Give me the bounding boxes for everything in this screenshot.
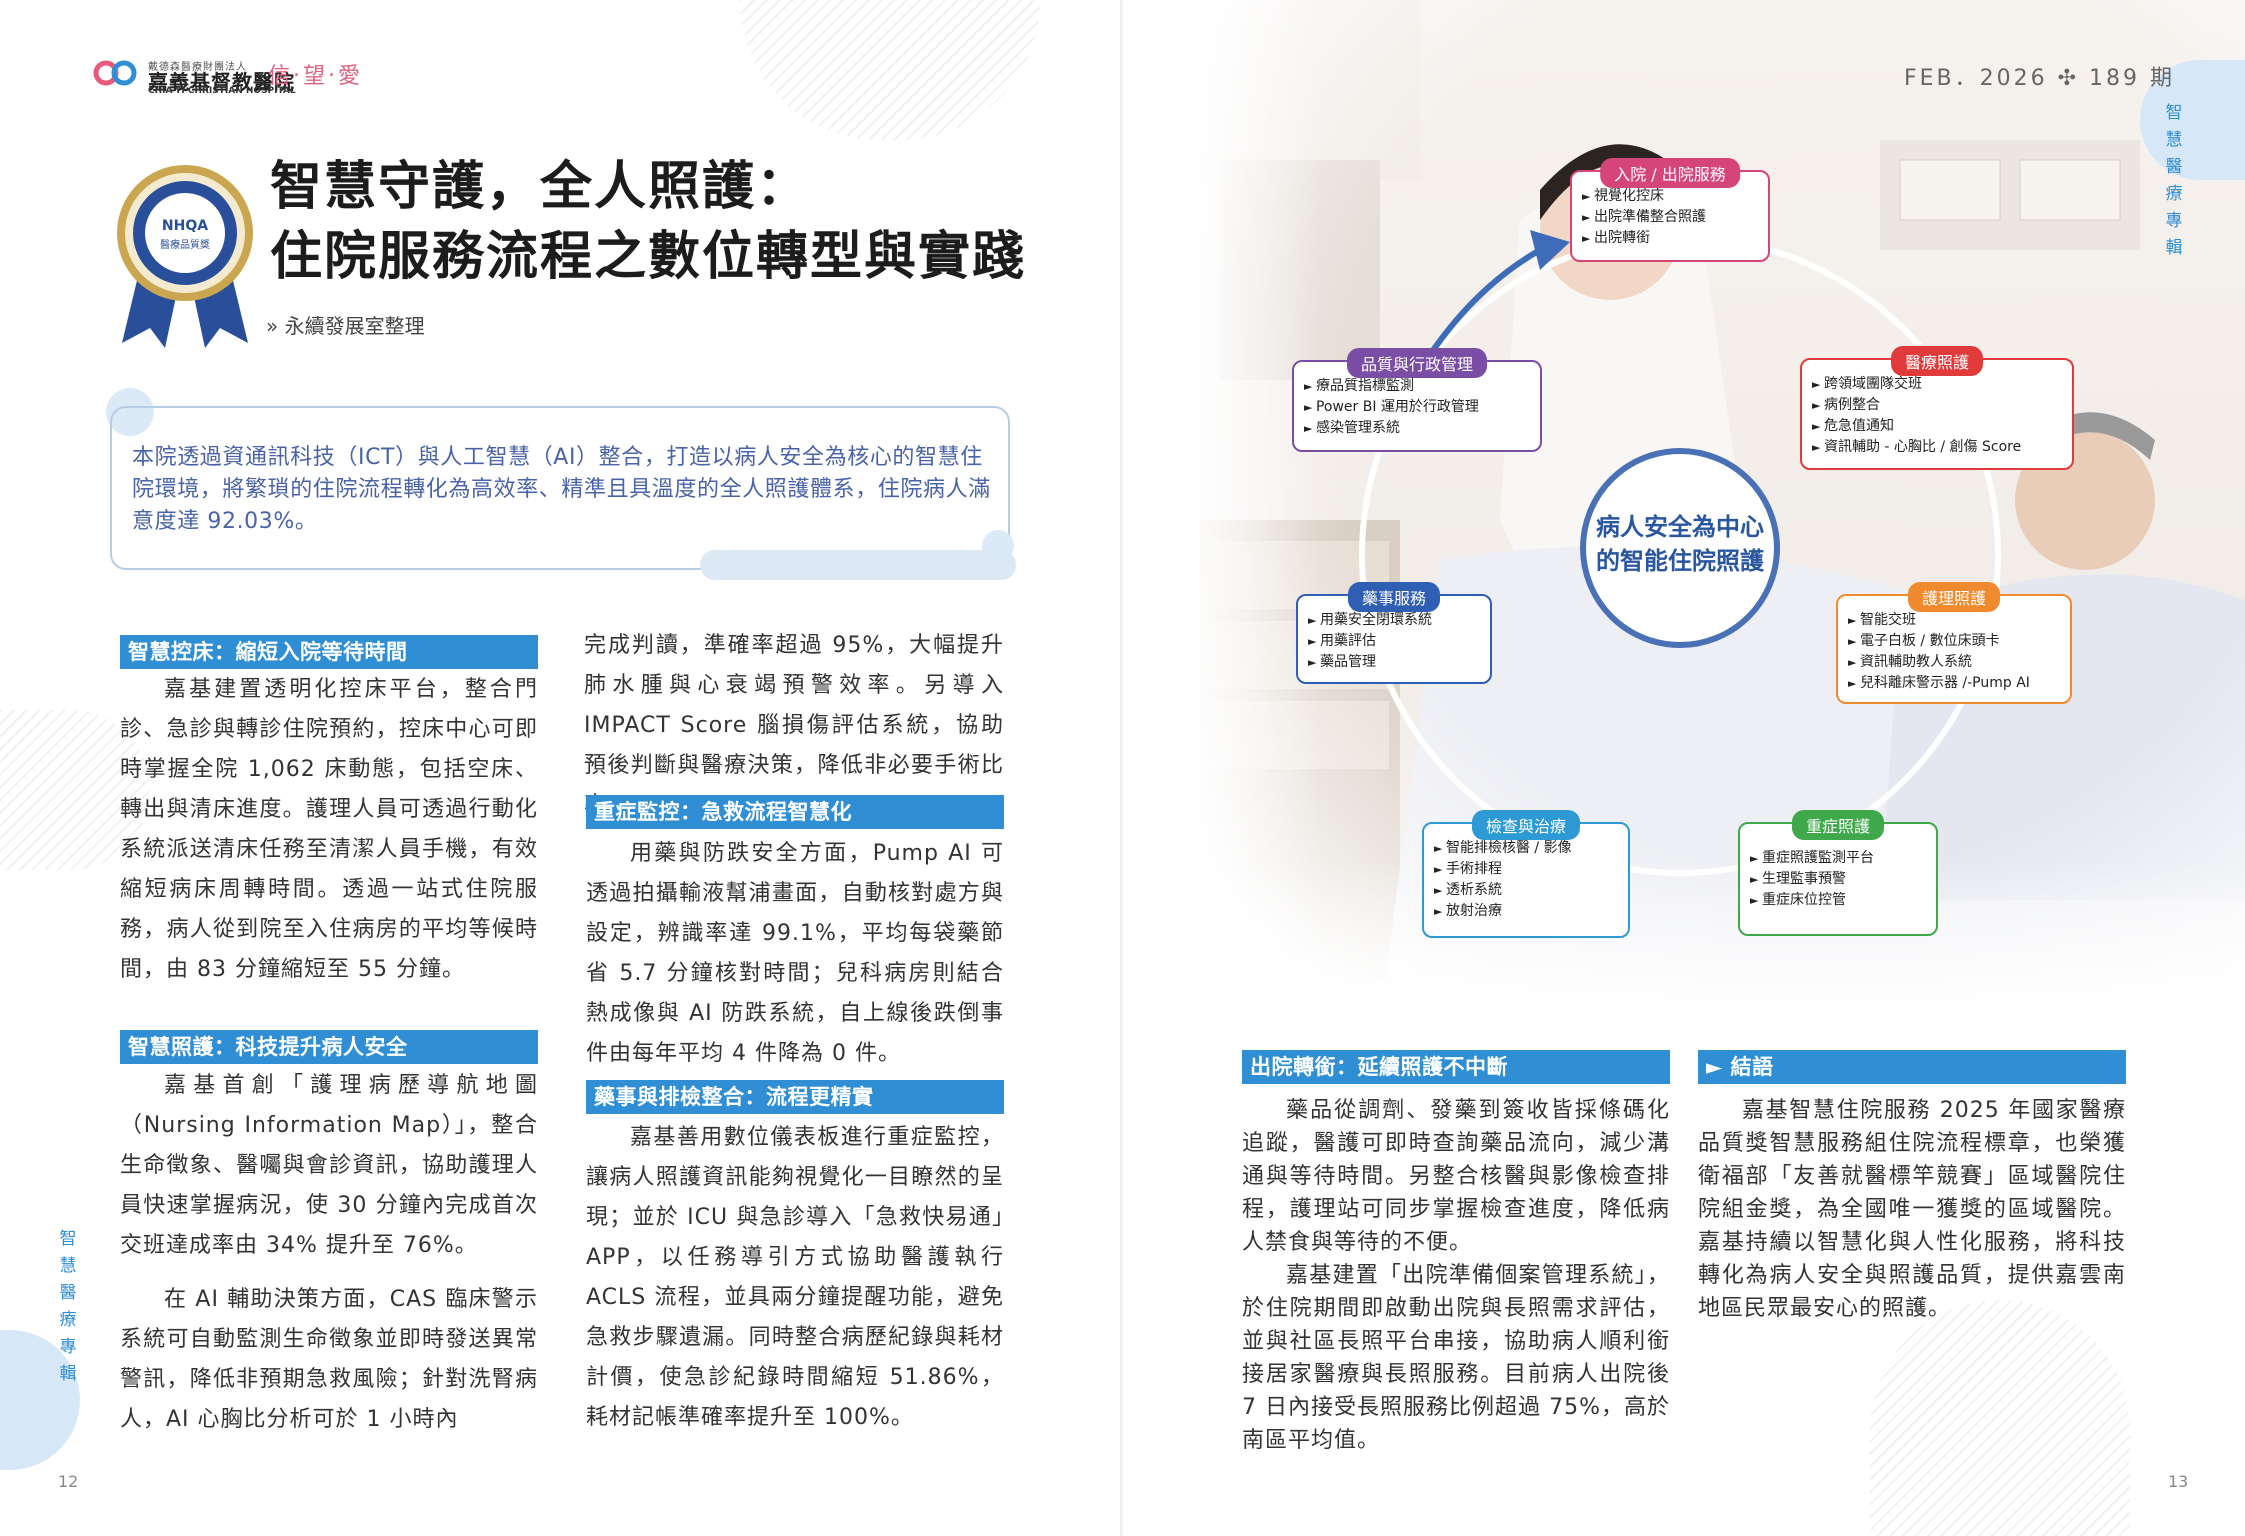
paragraph: 嘉基建置「出院準備個案管理系統」，於住院期間即啟動出院與長照需求評估，並與社區長… xyxy=(1242,1263,1670,1453)
diagram-box-quality-admin: 品質與行政管理 療品質指標監測 Power BI 運用於行政管理 感染管理系統 xyxy=(1292,348,1542,452)
issue-date: FEB．2026 ✣ 189 期 xyxy=(1903,66,2175,91)
section-heading-bed-control: 智慧控床：縮短入院等待時間 xyxy=(120,635,538,669)
box-item: 療品質指標監測 xyxy=(1304,376,1530,397)
center-title: 病人安全為中心 的智能住院照護 xyxy=(1580,510,1780,578)
center-line-2: 的智能住院照護 xyxy=(1596,547,1764,575)
box-title: 入院 / 出院服務 xyxy=(1600,158,1740,188)
section-heading-pharmacy: 藥事與排檢整合：流程更精實 xyxy=(586,1080,1004,1114)
box-title: 護理照護 xyxy=(1907,582,2001,612)
box-title: 藥事服務 xyxy=(1347,582,1441,612)
section-body-pharmacy: 嘉基善用數位儀表板進行重症監控，讓病人照護資訊能夠視覺化一目瞭然的呈現；並於 I… xyxy=(586,1118,1004,1438)
box-title: 醫療照護 xyxy=(1890,346,1984,376)
byline: » 永續發展室整理 xyxy=(266,314,425,338)
decor-circle xyxy=(1870,1300,2130,1536)
side-label-right: 智慧醫療專輯 xyxy=(2165,103,2183,258)
decor-circle xyxy=(2140,60,2245,180)
paragraph: 嘉基首創「護理病歷導航地圖（Nursing Information Map）」，… xyxy=(120,1073,538,1258)
box-item: 智能排檢核醫 / 影像 xyxy=(1434,838,1618,859)
paragraph: 嘉基智慧住院服務 2025 年國家醫療品質獎智慧服務組住院流程標章，也榮獲衛福部… xyxy=(1698,1098,2126,1321)
hospital-english-name: CHIA-YI CHRISTIAN HOSPITAL xyxy=(148,86,296,96)
section-heading-discharge: 出院轉銜：延續照護不中斷 xyxy=(1242,1050,1670,1084)
paragraph: 嘉基善用數位儀表板進行重症監控，讓病人照護資訊能夠視覺化一目瞭然的呈現；並於 I… xyxy=(586,1125,1004,1430)
box-item: 資訊輔助 - 心胸比 / 創傷 Score xyxy=(1812,437,2062,458)
box-item: 兒科離床警示器 /-Pump AI xyxy=(1848,673,2060,694)
center-line-1: 病人安全為中心 xyxy=(1596,513,1764,541)
diagram-box-pharmacy: 藥事服務 用藥安全閉環系統 用藥評估 藥品管理 xyxy=(1296,582,1492,684)
box-item: 重症照護監測平台 xyxy=(1750,848,1926,869)
box-item: 感染管理系統 xyxy=(1304,418,1530,439)
intro-box xyxy=(110,406,1010,570)
decor-circle xyxy=(740,0,1040,140)
box-item: 重症床位控管 xyxy=(1750,890,1926,911)
diagram-box-medical-care: 醫療照護 跨領域團隊交班 病例整合 危急值通知 資訊輔助 - 心胸比 / 創傷 … xyxy=(1800,346,2074,470)
diagram-box-exam-treatment: 檢查與治療 智能排檢核醫 / 影像 手術排程 透析系統 放射治療 xyxy=(1422,810,1630,938)
box-item: 出院轉銜 xyxy=(1582,228,1758,249)
section-body-bed-control: 嘉基建置透明化控床平台，整合門診、急診與轉診住院預約，控床中心可即時掌握全院 1… xyxy=(120,670,538,990)
decor-dot xyxy=(982,530,1014,562)
box-title: 檢查與治療 xyxy=(1471,810,1581,840)
paragraph: 完成判讀，準確率超過 95%，大幅提升肺水腫與心衰竭預警效率。另導入 IMPAC… xyxy=(584,633,1004,818)
paragraph: 嘉基建置透明化控床平台，整合門診、急診與轉診住院預約，控床中心可即時掌握全院 1… xyxy=(120,677,538,982)
section-body-conclusion: 嘉基智慧住院服務 2025 年國家醫療品質獎智慧服務組住院流程標章，也榮獲衛福部… xyxy=(1698,1094,2126,1325)
diagram-box-nursing: 護理照護 智能交班 電子白板 / 數位床頭卡 資訊輔助教人系統 兒科離床警示器 … xyxy=(1836,582,2072,704)
page-spine xyxy=(1120,0,1124,1536)
box-item: 手術排程 xyxy=(1434,859,1618,880)
box-item: 生理監事預警 xyxy=(1750,869,1926,890)
medal-text: NHQA xyxy=(162,218,208,234)
paragraph: 用藥與防跌安全方面，Pump AI 可透過拍攝輸液幫浦畫面，自動核對處方與設定，… xyxy=(586,841,1004,1066)
diagram-box-critical-care: 重症照護 重症照護監測平台 生理監事預警 重症床位控管 xyxy=(1738,810,1938,936)
title-line-2: 住院服務流程之數位轉型與實踐 xyxy=(270,226,1027,287)
diagram-box-admission: 入院 / 出院服務 視覺化控床 出院準備整合照護 出院轉銜 xyxy=(1570,158,1770,262)
box-item: 病例整合 xyxy=(1812,395,2062,416)
box-item: 出院準備整合照護 xyxy=(1582,207,1758,228)
medal-subtext: 醫療品質獎 xyxy=(160,238,210,251)
section-heading-conclusion: ► 結語 xyxy=(1698,1050,2126,1084)
box-item: 電子白板 / 數位床頭卡 xyxy=(1848,631,2060,652)
box-title: 重症照護 xyxy=(1791,810,1885,840)
decor-circle xyxy=(0,710,150,870)
hospital-logo-icon xyxy=(93,60,137,86)
cycle-arrow-icon xyxy=(1530,230,1570,270)
hospital-motto: 信‧望‧愛 xyxy=(268,64,363,89)
box-title: 品質與行政管理 xyxy=(1346,348,1488,378)
hospital-foundation: 戴德森醫療財團法人 xyxy=(148,62,247,73)
box-item: 用藥安全閉環系統 xyxy=(1308,610,1480,631)
paragraph: 在 AI 輔助決策方面，CAS 臨床警示系統可自動監測生命徵象並即時發送異常警訊… xyxy=(120,1287,538,1432)
section-heading-critical-care: 重症監控：急救流程智慧化 xyxy=(586,795,1004,829)
page-number-right: 13 xyxy=(2168,1472,2189,1491)
box-item: 危急值通知 xyxy=(1812,416,2062,437)
article-title: 智慧守護，全人照護： 住院服務流程之數位轉型與實踐 xyxy=(270,152,1026,292)
box-item: 視覺化控床 xyxy=(1582,186,1758,207)
section-body-discharge: 藥品從調劑、發藥到簽收皆採條碼化追蹤，醫護可即時查詢藥品流向，減少溝通與等待時間… xyxy=(1242,1094,1670,1457)
box-item: 資訊輔助教人系統 xyxy=(1848,652,2060,673)
hospital-name: 嘉義基督教醫院 xyxy=(148,70,295,94)
box-item: 用藥評估 xyxy=(1308,631,1480,652)
section-body-critical-care: 用藥與防跌安全方面，Pump AI 可透過拍攝輸液幫浦畫面，自動核對處方與設定，… xyxy=(586,834,1004,1074)
box-item: 跨領域團隊交班 xyxy=(1812,374,2062,395)
section-body-smart-care: 嘉基首創「護理病歷導航地圖（Nursing Information Map）」，… xyxy=(120,1066,538,1440)
section-heading-smart-care: 智慧照護：科技提升病人安全 xyxy=(120,1030,538,1064)
box-item: 藥品管理 xyxy=(1308,652,1480,673)
box-item: 放射治療 xyxy=(1434,901,1618,922)
box-item: 智能交班 xyxy=(1848,610,2060,631)
box-item: Power BI 運用於行政管理 xyxy=(1304,397,1530,418)
center-circle xyxy=(1580,448,1780,648)
paragraph: 藥品從調劑、發藥到簽收皆採條碼化追蹤，醫護可即時查詢藥品流向，減少溝通與等待時間… xyxy=(1242,1098,1670,1255)
title-line-1: 智慧守護，全人照護： xyxy=(270,156,811,217)
intro-underline xyxy=(700,550,1016,580)
page-number-left: 12 xyxy=(58,1472,79,1491)
award-medal-icon: NHQA 醫療品質獎 xyxy=(117,165,253,348)
box-item: 透析系統 xyxy=(1434,880,1618,901)
section-body-smart-care-cont: 完成判讀，準確率超過 95%，大幅提升肺水腫與心衰竭預警效率。另導入 IMPAC… xyxy=(584,626,1004,826)
side-label-left: 智慧醫療專輯 xyxy=(59,1229,77,1384)
intro-text: 本院透過資通訊科技（ICT）與人工智慧（AI）整合，打造以病人安全為核心的智慧住… xyxy=(132,445,991,534)
